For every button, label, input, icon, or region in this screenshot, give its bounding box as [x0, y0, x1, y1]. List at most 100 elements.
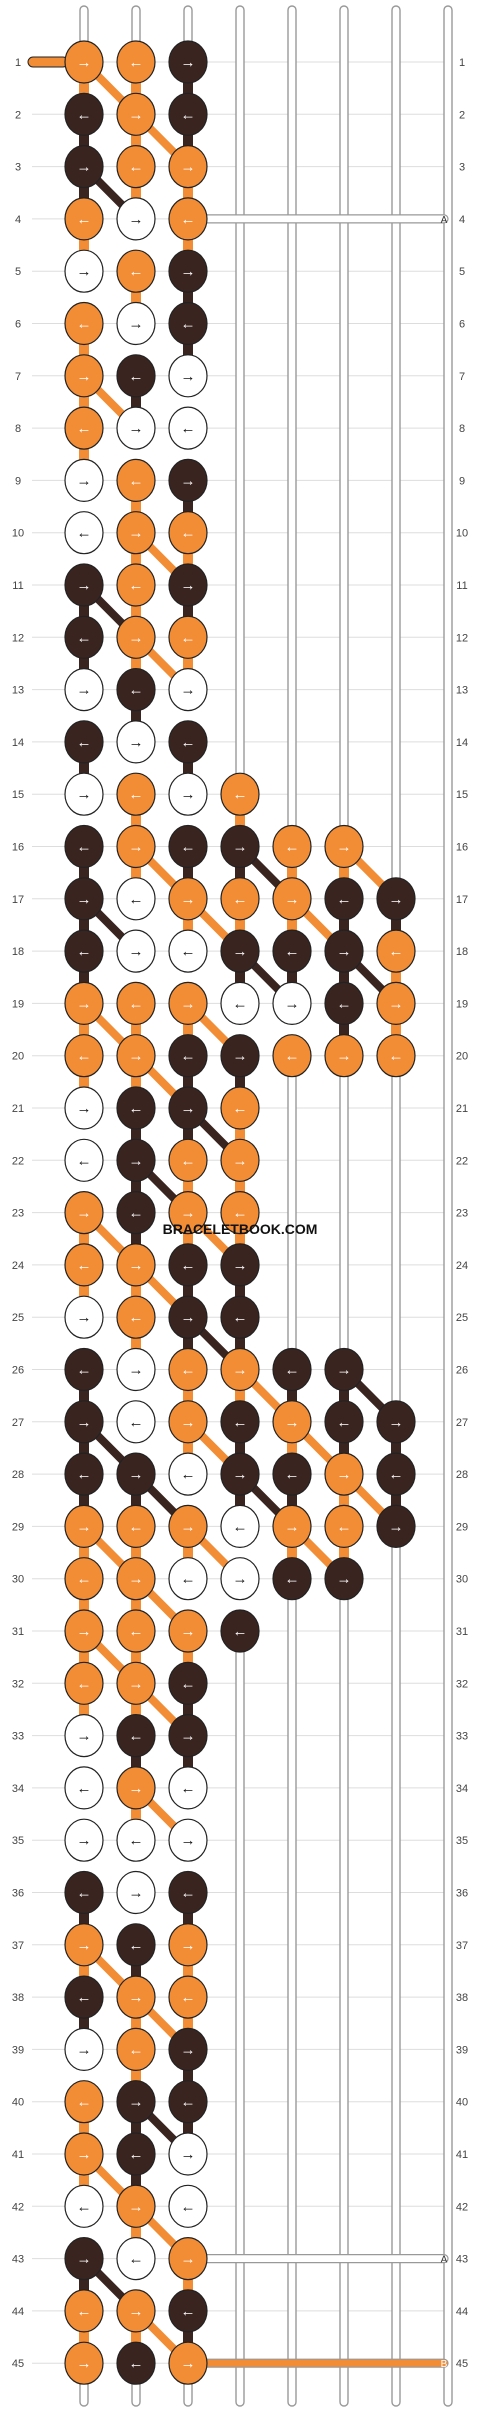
knot-arrow: ←: [181, 1466, 196, 1483]
knot: [64, 145, 104, 189]
knot-arrow: →: [77, 1414, 92, 1431]
knot-arrow: ←: [233, 1623, 248, 1640]
knot: [116, 1400, 156, 1444]
knot: [168, 458, 208, 502]
knot: [376, 877, 416, 921]
row-number-right: 31: [456, 1626, 468, 1638]
knot: [168, 1661, 208, 1705]
knot: [272, 1557, 312, 1601]
knot-arrow: →: [129, 1885, 144, 1902]
knot: [64, 1609, 104, 1653]
knot-arrow: →: [181, 786, 196, 803]
knot-arrow: ←: [181, 1780, 196, 1797]
knot: [116, 249, 156, 293]
knot-arrow: ←: [77, 1989, 92, 2006]
knot: [116, 1923, 156, 1967]
knot: [64, 1243, 104, 1287]
knot: [64, 2289, 104, 2333]
knot: [64, 877, 104, 921]
knot-arrow: →: [181, 577, 196, 594]
knot-arrow: ←: [129, 54, 144, 71]
knot: [116, 824, 156, 869]
knot-arrow: →: [181, 1623, 196, 1640]
knot: [116, 458, 156, 502]
knot-arrow: ←: [77, 839, 92, 856]
row-number-right: 1: [459, 57, 465, 69]
knot-arrow: →: [181, 2041, 196, 2058]
row-number-left: 10: [12, 528, 24, 540]
knot-arrow: →: [77, 1205, 92, 1222]
knot-arrow: →: [233, 839, 248, 856]
knot-arrow: ←: [181, 525, 196, 542]
row-number-left: 40: [12, 2097, 24, 2109]
knot-arrow: →: [77, 263, 92, 280]
end-label: A: [441, 215, 448, 226]
knot-arrow: ←: [129, 995, 144, 1012]
knot: [220, 772, 260, 816]
knot: [64, 563, 104, 607]
knot: [116, 1818, 156, 1862]
knot: [168, 1557, 208, 1601]
knot-arrow: →: [181, 472, 196, 489]
knot: [64, 1766, 104, 1810]
knot: [324, 824, 364, 869]
knot: [168, 1138, 208, 1182]
row-number-right: 25: [456, 1312, 468, 1324]
knot-arrow: ←: [77, 2198, 92, 2215]
knot: [168, 2027, 208, 2071]
knot-arrow: →: [181, 1205, 196, 1222]
knot: [220, 1452, 260, 1496]
knot: [64, 1818, 104, 1862]
row-number-right: 34: [456, 1783, 468, 1795]
knot-arrow: →: [389, 1518, 404, 1535]
knot: [116, 772, 156, 816]
row-number-left: 42: [12, 2201, 24, 2213]
knot: [220, 824, 260, 869]
knot-arrow: ←: [181, 1989, 196, 2006]
knot: [220, 1557, 260, 1601]
row-number-left: 35: [12, 1835, 24, 1847]
row-number-right: 20: [456, 1051, 468, 1063]
knot: [116, 1034, 156, 1078]
row-number-right: 42: [456, 2201, 468, 2213]
string-bar: [189, 214, 449, 224]
knot: [168, 720, 208, 764]
knot: [64, 1452, 104, 1496]
knot-arrow: ←: [337, 1518, 352, 1535]
knot: [116, 720, 156, 764]
row-number-right: 30: [456, 1574, 468, 1586]
knot: [64, 720, 104, 764]
knot: [168, 1713, 208, 1758]
row-number-right: 45: [456, 2358, 468, 2370]
knot-arrow: →: [129, 2303, 144, 2320]
knot: [116, 1609, 156, 1653]
knot: [168, 1923, 208, 1967]
knot-arrow: ←: [181, 420, 196, 437]
knot-arrow: →: [181, 682, 196, 699]
knot-arrow: →: [77, 786, 92, 803]
knot: [116, 1661, 156, 1705]
knot: [116, 2080, 156, 2124]
knot: [116, 406, 156, 450]
knot: [116, 929, 156, 973]
row-number-left: 27: [12, 1417, 24, 1429]
row-number-right: 27: [456, 1417, 468, 1429]
end-label: B: [441, 2359, 448, 2370]
knot-arrow: →: [181, 2355, 196, 2372]
start-tab: [27, 56, 69, 68]
knot-arrow: →: [129, 211, 144, 228]
knot: [168, 2341, 208, 2385]
row-number-right: 7: [459, 371, 465, 383]
row-number-left: 41: [12, 2149, 24, 2161]
knot-arrow: →: [77, 159, 92, 176]
knot: [64, 1400, 104, 1444]
knot-arrow: →: [233, 1152, 248, 1169]
knot: [116, 981, 156, 1026]
knot-arrow: →: [181, 159, 196, 176]
knot-arrow: ←: [129, 682, 144, 699]
row-number-right: 3: [459, 162, 465, 174]
knot-arrow: →: [77, 54, 92, 71]
knot-arrow: →: [233, 943, 248, 960]
knot: [168, 249, 208, 293]
knot: [64, 92, 104, 136]
